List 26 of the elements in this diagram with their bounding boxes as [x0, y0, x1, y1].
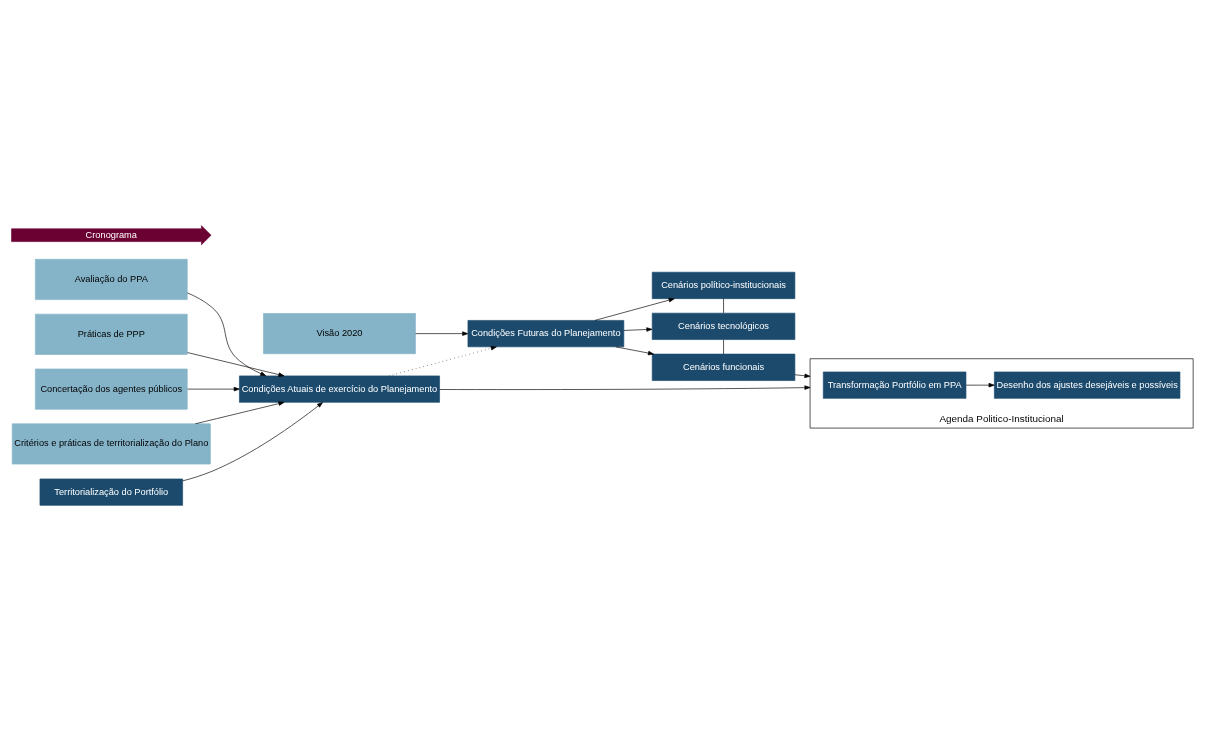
arrow	[187, 386, 240, 392]
arrow	[623, 327, 653, 332]
arrow	[415, 331, 469, 336]
node-box: Condições Futuras do Planejamento	[467, 320, 625, 348]
node-box: Concertação dos agentes públicos	[35, 368, 188, 410]
node-box: Desenho dos ajustes desejáveis e possíveis	[994, 371, 1181, 399]
arrow	[388, 346, 497, 377]
arrow	[187, 352, 285, 377]
arrow	[439, 385, 811, 390]
node-box: Territorialização do Portfólio	[39, 478, 183, 506]
node-box: Cenários tecnológicos	[651, 312, 796, 340]
arrow	[794, 373, 811, 378]
arrow	[615, 346, 654, 356]
node-box: Critérios e práticas de territorialização do Plano	[11, 423, 211, 465]
node-box: Cenários político-institucionais	[651, 271, 796, 299]
node-box: Condições Atuais de exercício do Planejamento	[239, 375, 440, 403]
node-box: Visão 2020	[263, 313, 416, 355]
node-box: Práticas de PPP	[35, 313, 188, 355]
arrow	[182, 402, 323, 482]
arrow	[965, 382, 995, 388]
arrow	[187, 292, 267, 377]
node-box: Avaliação do PPA	[35, 259, 188, 300]
node-box: Cenários funcionais	[651, 353, 796, 381]
arrow	[594, 298, 675, 321]
node-box: Transformação Portfólio em PPA	[822, 371, 967, 399]
arrow	[195, 401, 285, 425]
